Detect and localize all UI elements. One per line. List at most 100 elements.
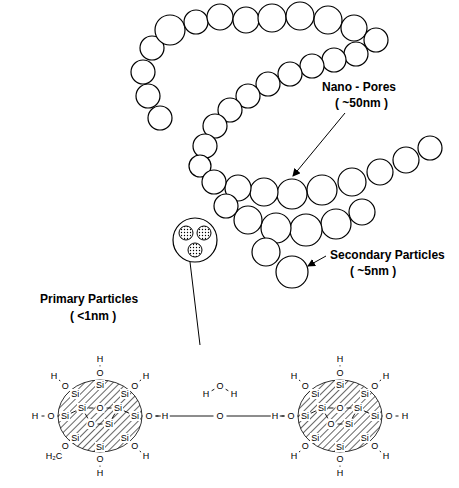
bond-line xyxy=(124,411,129,413)
callout-label: ( ~50nm ) xyxy=(335,96,388,110)
atom-symbol: O xyxy=(61,441,70,451)
atom-symbol: O xyxy=(86,419,95,429)
bond-line xyxy=(352,414,355,419)
atom-symbol: Si xyxy=(120,389,130,399)
atom-symbol: Si xyxy=(344,419,354,429)
atom-symbol: H xyxy=(271,411,280,421)
atom-symbol: H xyxy=(142,371,151,381)
callout-label: Nano - Pores xyxy=(322,80,396,94)
atom-symbol: Si xyxy=(310,433,320,443)
bond-line xyxy=(329,408,334,409)
atom-symbol: Si xyxy=(353,403,363,413)
atom-symbol: H xyxy=(96,354,105,364)
atom-symbol: H xyxy=(382,371,391,381)
atom-symbol: O xyxy=(335,454,344,464)
atom-symbol: H xyxy=(50,371,59,381)
atom-symbol: Si xyxy=(113,403,123,413)
atom-symbol: O xyxy=(335,403,344,413)
atom-symbol: Si xyxy=(95,442,105,452)
bond-line xyxy=(42,416,45,417)
atom-symbol: Si xyxy=(335,380,345,390)
atom-symbol: O xyxy=(95,454,104,464)
chemical-bonds xyxy=(42,365,399,466)
atom-symbol: Si xyxy=(310,389,320,399)
atom-symbol: O xyxy=(335,368,344,378)
atom-symbol: Si xyxy=(70,433,80,443)
bond-line xyxy=(100,365,101,366)
bond-line xyxy=(364,411,369,413)
bond-line xyxy=(340,365,341,366)
bond-line xyxy=(298,416,299,417)
atom-symbol: O xyxy=(286,411,295,421)
primary-particle-cores xyxy=(58,380,382,452)
bond-line xyxy=(85,414,88,419)
atom-symbol: O xyxy=(384,411,393,421)
atom-symbol: H xyxy=(202,389,211,399)
atom-symbol: Si xyxy=(335,442,345,452)
bond-line xyxy=(98,424,103,425)
secondary-particle-chain xyxy=(131,2,442,288)
atom-symbol: Si xyxy=(104,419,114,429)
atom-symbol: H xyxy=(161,411,170,421)
bond-line xyxy=(396,416,399,417)
bond-line xyxy=(107,408,112,409)
bond-line xyxy=(226,389,229,391)
callout-label: ( ~5nm ) xyxy=(350,264,396,278)
atom-symbol: O xyxy=(130,441,139,451)
atom-symbol: O xyxy=(370,441,379,451)
bond-line xyxy=(71,411,76,413)
atom-symbol: H xyxy=(290,451,299,461)
atom-symbol: Si xyxy=(60,411,70,421)
atom-symbol: Si xyxy=(120,433,130,443)
atom-symbol: H xyxy=(230,389,239,399)
atom-symbol: Si xyxy=(95,380,105,390)
atom-symbol: O xyxy=(95,403,104,413)
atom-symbol: O xyxy=(326,419,335,429)
bond-line xyxy=(112,414,115,419)
atom-symbol: Si xyxy=(370,411,380,421)
atom-symbol: Si xyxy=(360,389,370,399)
atom-symbol: O xyxy=(130,381,139,391)
atom-symbol: O xyxy=(370,381,379,391)
atom-symbol: Si xyxy=(300,411,310,421)
atom-symbol: O xyxy=(61,381,70,391)
primary-particle-magnifier xyxy=(173,218,217,262)
atom-symbol: O xyxy=(144,411,153,421)
leader-lines xyxy=(190,113,345,345)
atom-symbol: O xyxy=(215,381,224,391)
atom-symbol: O xyxy=(46,411,55,421)
bond-line xyxy=(382,416,383,417)
atom-symbol: O xyxy=(301,381,310,391)
bond-line xyxy=(338,424,343,425)
atom-symbol: H xyxy=(290,371,299,381)
atom-symbol: H xyxy=(336,354,345,364)
bond-line xyxy=(89,408,94,409)
atom-symbol: H xyxy=(31,411,40,421)
bond-line xyxy=(340,466,341,467)
atom-symbol: Si xyxy=(130,411,140,421)
atom-symbol: O xyxy=(215,411,224,421)
atom-symbol: Si xyxy=(77,403,87,413)
bond-line xyxy=(325,414,328,419)
atom-symbol: H xyxy=(401,411,410,421)
bond-line xyxy=(100,466,101,467)
callout-label: Primary Particles xyxy=(40,292,138,306)
atom-symbol: H xyxy=(142,451,151,461)
atom-symbol: H xyxy=(382,451,391,461)
callout-label: ( <1nm ) xyxy=(70,309,116,323)
bond-line xyxy=(212,389,215,391)
atom-symbol: Si xyxy=(317,403,327,413)
bond-line xyxy=(311,411,316,413)
atom-symbol: O xyxy=(95,368,104,378)
atom-symbol: H₂C xyxy=(45,451,64,461)
atom-symbol: Si xyxy=(70,389,80,399)
bond-line xyxy=(347,408,352,409)
bond-line xyxy=(58,416,59,417)
atom-symbol: H xyxy=(336,468,345,478)
bond-line xyxy=(142,416,143,417)
atom-symbol: Si xyxy=(360,433,370,443)
atom-symbol: H xyxy=(96,468,105,478)
atom-symbol: O xyxy=(301,441,310,451)
callout-label: Secondary Particles xyxy=(330,248,445,262)
